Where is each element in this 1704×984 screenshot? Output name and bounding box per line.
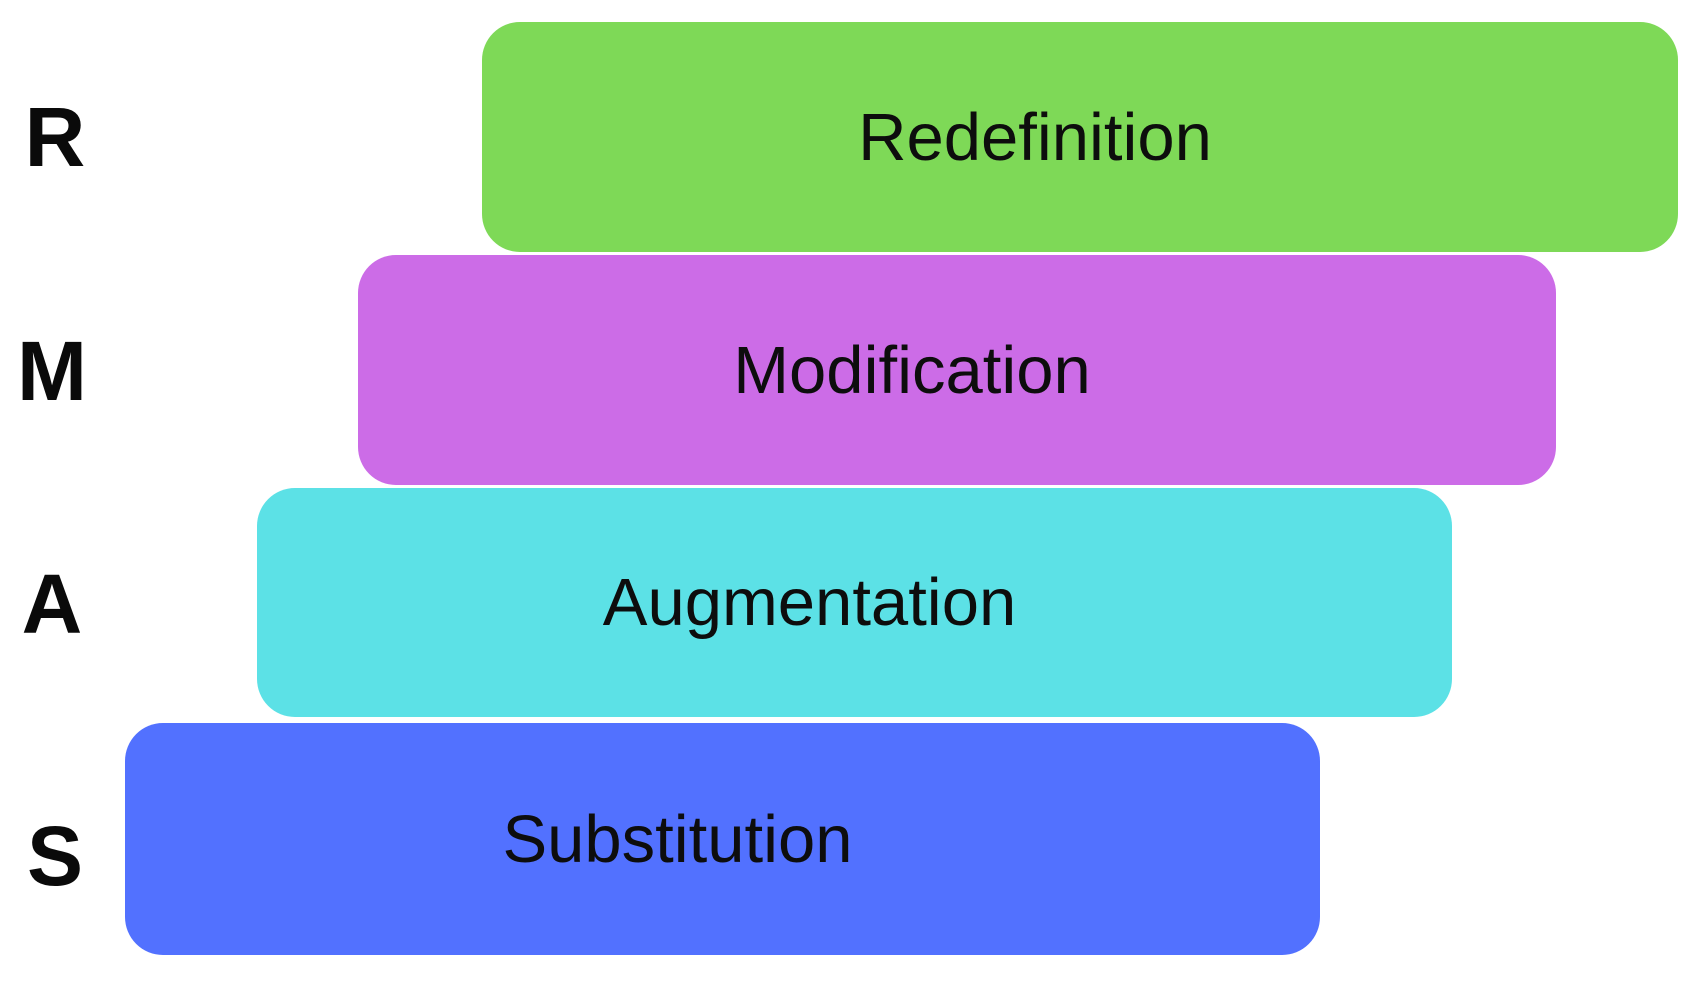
- bar-label-redefinition: Redefinition: [858, 99, 1212, 175]
- level-letter-m: M: [17, 324, 87, 418]
- level-letter-r: R: [24, 90, 86, 184]
- bar-label-substitution: Substitution: [502, 801, 853, 877]
- bar-label-augmentation: Augmentation: [602, 565, 1017, 640]
- level-letter-s: S: [26, 809, 84, 903]
- level-letter-a: A: [21, 557, 83, 651]
- bar-modification: Modification: [358, 255, 1556, 485]
- bar-label-modification: Modification: [733, 332, 1091, 408]
- bar-augmentation: Augmentation: [257, 488, 1452, 717]
- bar-redefinition: Redefinition: [482, 22, 1678, 252]
- bar-substitution: Substitution: [125, 723, 1320, 955]
